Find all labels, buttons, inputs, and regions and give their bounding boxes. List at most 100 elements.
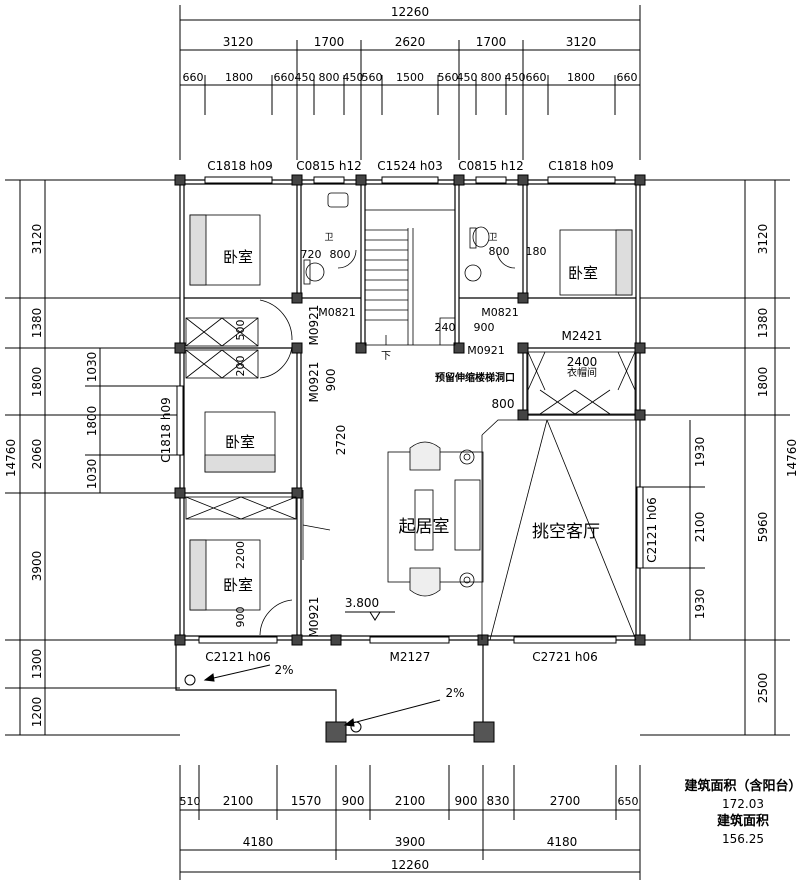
right-dim-3: 1800 <box>756 367 770 398</box>
window-label-bottom-right: C2721 h06 <box>532 650 598 664</box>
top-sub-dim-8: 1500 <box>396 71 424 84</box>
top-sub-dim-4: 450 <box>295 71 316 84</box>
bath-right-label: 卫 <box>488 233 497 243</box>
top-sub-dim-10: 450 <box>457 71 478 84</box>
top-sub-dim-12: 450 <box>505 71 526 84</box>
closet-dim-2400: 2400 <box>567 355 598 369</box>
top-sub-dim-15: 660 <box>617 71 638 84</box>
bottom-dim-5: 2100 <box>395 794 426 808</box>
top-sub-dim-2: 1800 <box>225 71 253 84</box>
top-total-dim: 12260 <box>391 5 429 19</box>
door-label-bedroom-bottom-left: M0921 <box>307 597 321 638</box>
room-bedroom-top-left: 卧室 <box>223 248 253 266</box>
bath-right-dim-800: 800 <box>489 245 510 258</box>
top-dim-3: 2620 <box>395 35 426 49</box>
left-dim-4: 2060 <box>30 439 44 470</box>
left-dimensions <box>5 179 180 736</box>
stair-treads <box>365 229 408 321</box>
top-sub-dim-9: 560 <box>438 71 459 84</box>
bottom-total-dim: 12260 <box>391 858 429 872</box>
bottom-dim-3: 1570 <box>291 794 322 808</box>
door-label-bath-right: M0821 <box>481 306 519 319</box>
room-bedroom-mid-left: 卧室 <box>225 433 255 451</box>
left-dim-5: 3900 <box>30 551 44 582</box>
left-inner-dim-2: 1800 <box>85 406 99 437</box>
top-sub-dim-13: 660 <box>526 71 547 84</box>
bedroom-furniture <box>185 214 636 636</box>
top-sub-dim-3: 660 <box>274 71 295 84</box>
top-ticks <box>179 5 641 160</box>
right-inner-dim-3: 1930 <box>693 589 707 620</box>
bath-left-label: 卫 <box>324 233 333 243</box>
bottom-dim-7: 830 <box>487 794 510 808</box>
top-sub-dim-7: 560 <box>362 71 383 84</box>
window-label-top-bath-left: C0815 h12 <box>296 159 362 173</box>
left-dim-6: 1300 <box>30 649 44 680</box>
columns <box>174 174 646 743</box>
door-label-bedroom-top-left: M0921 <box>307 305 321 346</box>
stair-dim-900: 900 <box>474 321 495 334</box>
area-label: 建筑面积 <box>717 813 769 829</box>
right-dim-5: 2500 <box>756 673 770 704</box>
bottom-sum-dim-3: 4180 <box>547 835 578 849</box>
bed-dim-500: 500 <box>234 320 247 341</box>
bottom-dim-1: 510 <box>180 795 201 808</box>
stair-dim-240: 240 <box>435 321 456 334</box>
right-dimensions <box>640 179 790 736</box>
top-sub-dim-5: 800 <box>319 71 340 84</box>
left-dim-7: 1200 <box>30 697 44 728</box>
right-inner-dim-2: 2100 <box>693 512 707 543</box>
area-value-incl: 172.03 <box>722 797 764 811</box>
room-void-hall: 挑空客厅 <box>532 522 600 542</box>
bottom-dimensions <box>179 765 641 880</box>
window-label-left-wall: C1818 h09 <box>159 397 173 463</box>
note-slope-left: 2% <box>274 663 293 677</box>
bath-fixtures <box>303 192 516 285</box>
top-dim-4: 1700 <box>476 35 507 49</box>
bottom-dim-9: 650 <box>618 795 639 808</box>
left-total-dim: 14760 <box>4 439 18 477</box>
window-label-top-bath-right: C0815 h12 <box>458 159 524 173</box>
door-label-closet: M2421 <box>562 329 603 343</box>
bath-left-dim-720: 720 <box>301 248 322 261</box>
right-inner-dim-1: 1930 <box>693 437 707 468</box>
top-sub-dim-6: 450 <box>343 71 364 84</box>
top-sub-dim-1: 660 <box>183 71 204 84</box>
left-inner-dim-1: 1030 <box>85 352 99 383</box>
bottom-sum-dim-1: 4180 <box>243 835 274 849</box>
room-bedroom-bottom-left: 卧室 <box>223 576 253 594</box>
left-dim-3: 1800 <box>30 367 44 398</box>
note-elevation: 3.800 <box>345 596 379 610</box>
right-dim-4: 5960 <box>756 512 770 543</box>
door-label-bath-left: M0821 <box>318 306 356 319</box>
window-label-top-left: C1818 h09 <box>207 159 273 173</box>
window-label-top-stair: C1524 h03 <box>377 159 443 173</box>
left-dim-1: 3120 <box>30 224 44 255</box>
right-dim-1: 3120 <box>756 224 770 255</box>
area-label-incl: 建筑面积（含阳台） <box>684 778 800 794</box>
windows <box>176 176 644 644</box>
stair-down-label: 下 <box>381 351 391 362</box>
left-dim-2: 1380 <box>30 308 44 339</box>
bath-right-dim-180: 180 <box>526 245 547 258</box>
top-dim-1: 3120 <box>223 35 254 49</box>
staircase <box>364 209 456 346</box>
room-closet: 衣帽间 <box>567 366 597 379</box>
slope-arrows <box>184 611 441 733</box>
area-value: 156.25 <box>722 832 764 846</box>
room-bedroom-top-right: 卧室 <box>568 264 598 282</box>
door-label-bedroom-mid-left: M0921 <box>307 362 321 403</box>
note-reserved-opening: 预留伸缩楼梯洞口 <box>435 371 515 384</box>
window-label-right-wall: C2121 h06 <box>645 497 659 563</box>
bed-dim-900: 900 <box>234 607 247 628</box>
bottom-dim-2: 2100 <box>223 794 254 808</box>
bed-dim-200: 200 <box>234 356 247 377</box>
bath-left-dim-800: 800 <box>330 248 351 261</box>
bottom-sum-dim-2: 3900 <box>395 835 426 849</box>
right-dim-2: 1380 <box>756 308 770 339</box>
top-dim-5: 3120 <box>566 35 597 49</box>
note-slope-right: 2% <box>445 686 464 700</box>
bottom-dim-4: 900 <box>342 794 365 808</box>
